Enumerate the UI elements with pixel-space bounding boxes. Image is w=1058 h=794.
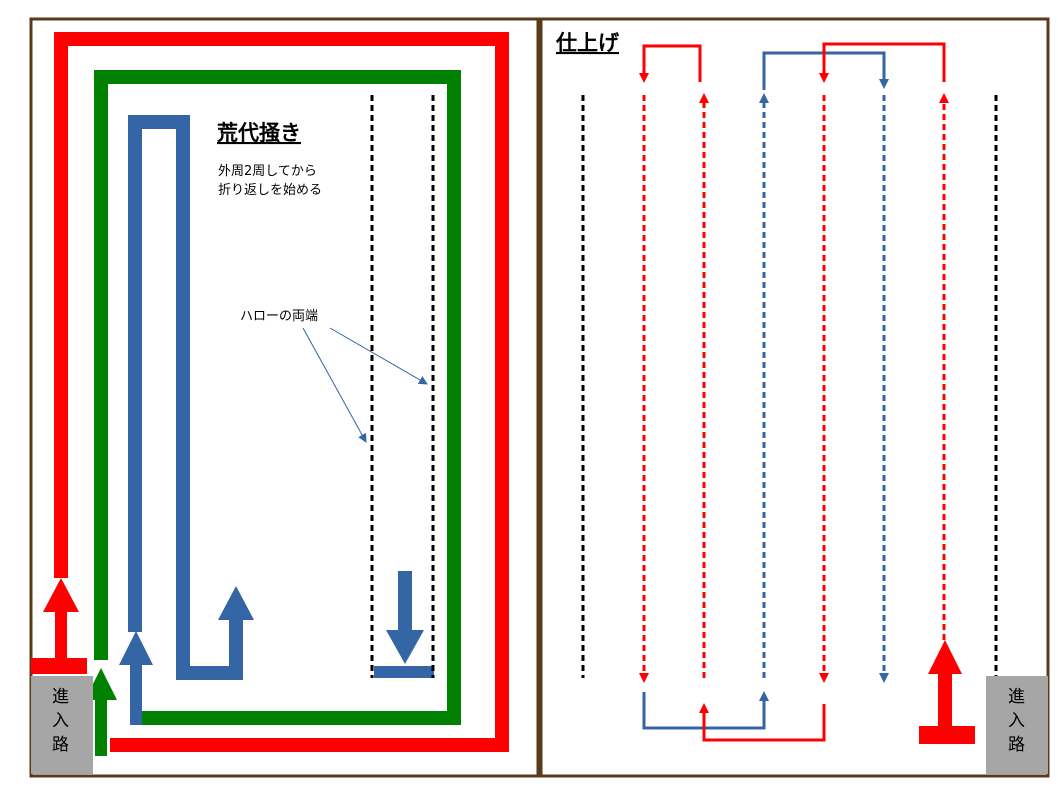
left-entry-road: 進 入 路: [31, 676, 93, 774]
left-panel-title: 荒代掻き: [217, 121, 301, 145]
red-start-arrow: [919, 640, 975, 744]
blue-up-arrowhead-1: [119, 631, 153, 665]
halo-callout-arrow-1: [302, 327, 367, 443]
red-up-arrowhead: [43, 578, 79, 612]
green-arrow-shaft: [95, 698, 107, 756]
top-turn-red-1: [639, 44, 702, 83]
blue-up-arrowhead-2: [218, 586, 254, 620]
left-entry-char-1: 進: [52, 687, 69, 707]
red-arrow-shaft: [55, 610, 67, 660]
right-entry-char-1: 進: [1008, 687, 1025, 707]
note-line-1: 外周2周してから: [218, 164, 317, 179]
note-line-2: 折り返しを始める: [218, 183, 322, 198]
red-start-base-bar: [919, 726, 975, 744]
blue-down-arrowhead: [386, 630, 424, 664]
red-start-shaft: [938, 672, 952, 730]
left-panel-rough-puddling: 荒代掻き 外周2周してから 折り返しを始める ハローの両端 進 入 路: [29, 17, 540, 778]
right-panel-title: 仕上げ: [555, 31, 620, 55]
top-turn-red-2: [819, 42, 946, 83]
blue-down-arrow-shaft: [398, 571, 412, 633]
bottom-turn-red: [699, 703, 826, 742]
right-entry-road-box: [986, 676, 1048, 774]
right-panel-finishing: 仕上げ 進 入 路: [539, 17, 1050, 778]
right-field-boundary: [539, 17, 1050, 778]
left-entry-road-box: [31, 676, 93, 774]
blue-turnaround-path: [119, 115, 434, 725]
blue-arrow-shaft-1: [130, 663, 142, 725]
left-entry-char-2: 入: [52, 711, 69, 731]
right-entry-char-2: 入: [1008, 711, 1025, 731]
right-entry-road: 進 入 路: [986, 676, 1048, 774]
red-start-arrowhead: [928, 640, 962, 674]
right-entry-char-3: 路: [1008, 735, 1025, 755]
red-outer-lap-path: [31, 32, 509, 752]
halo-callout-arrow-2: [329, 327, 428, 385]
blue-end-bar: [374, 666, 434, 678]
halo-label: ハローの両端: [240, 309, 318, 324]
left-entry-char-3: 路: [52, 735, 69, 755]
red-start-bar: [31, 658, 87, 674]
